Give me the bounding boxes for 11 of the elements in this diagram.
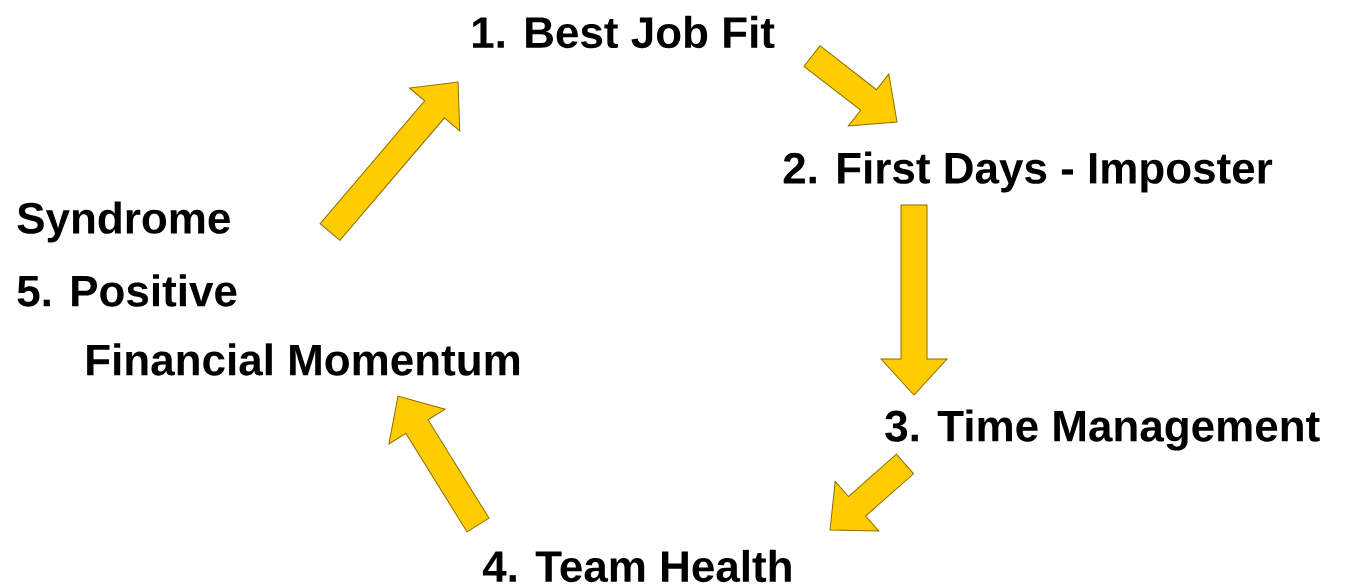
step-label: 3. Time Management bbox=[885, 409, 1320, 451]
text-label: Syndrome bbox=[17, 201, 230, 243]
block-arrow bbox=[803, 45, 898, 127]
step-label: 2. First Days - Imposter bbox=[783, 151, 1273, 193]
block-arrow bbox=[829, 453, 915, 532]
block-arrow bbox=[388, 395, 490, 533]
step-label: 1. Best Job Fit bbox=[473, 15, 775, 49]
block-arrow bbox=[880, 204, 948, 396]
step-label: 5. Positive Financial Momentum bbox=[17, 274, 520, 376]
step-label: 4. Team Health bbox=[482, 549, 791, 583]
block-arrow bbox=[319, 81, 461, 241]
